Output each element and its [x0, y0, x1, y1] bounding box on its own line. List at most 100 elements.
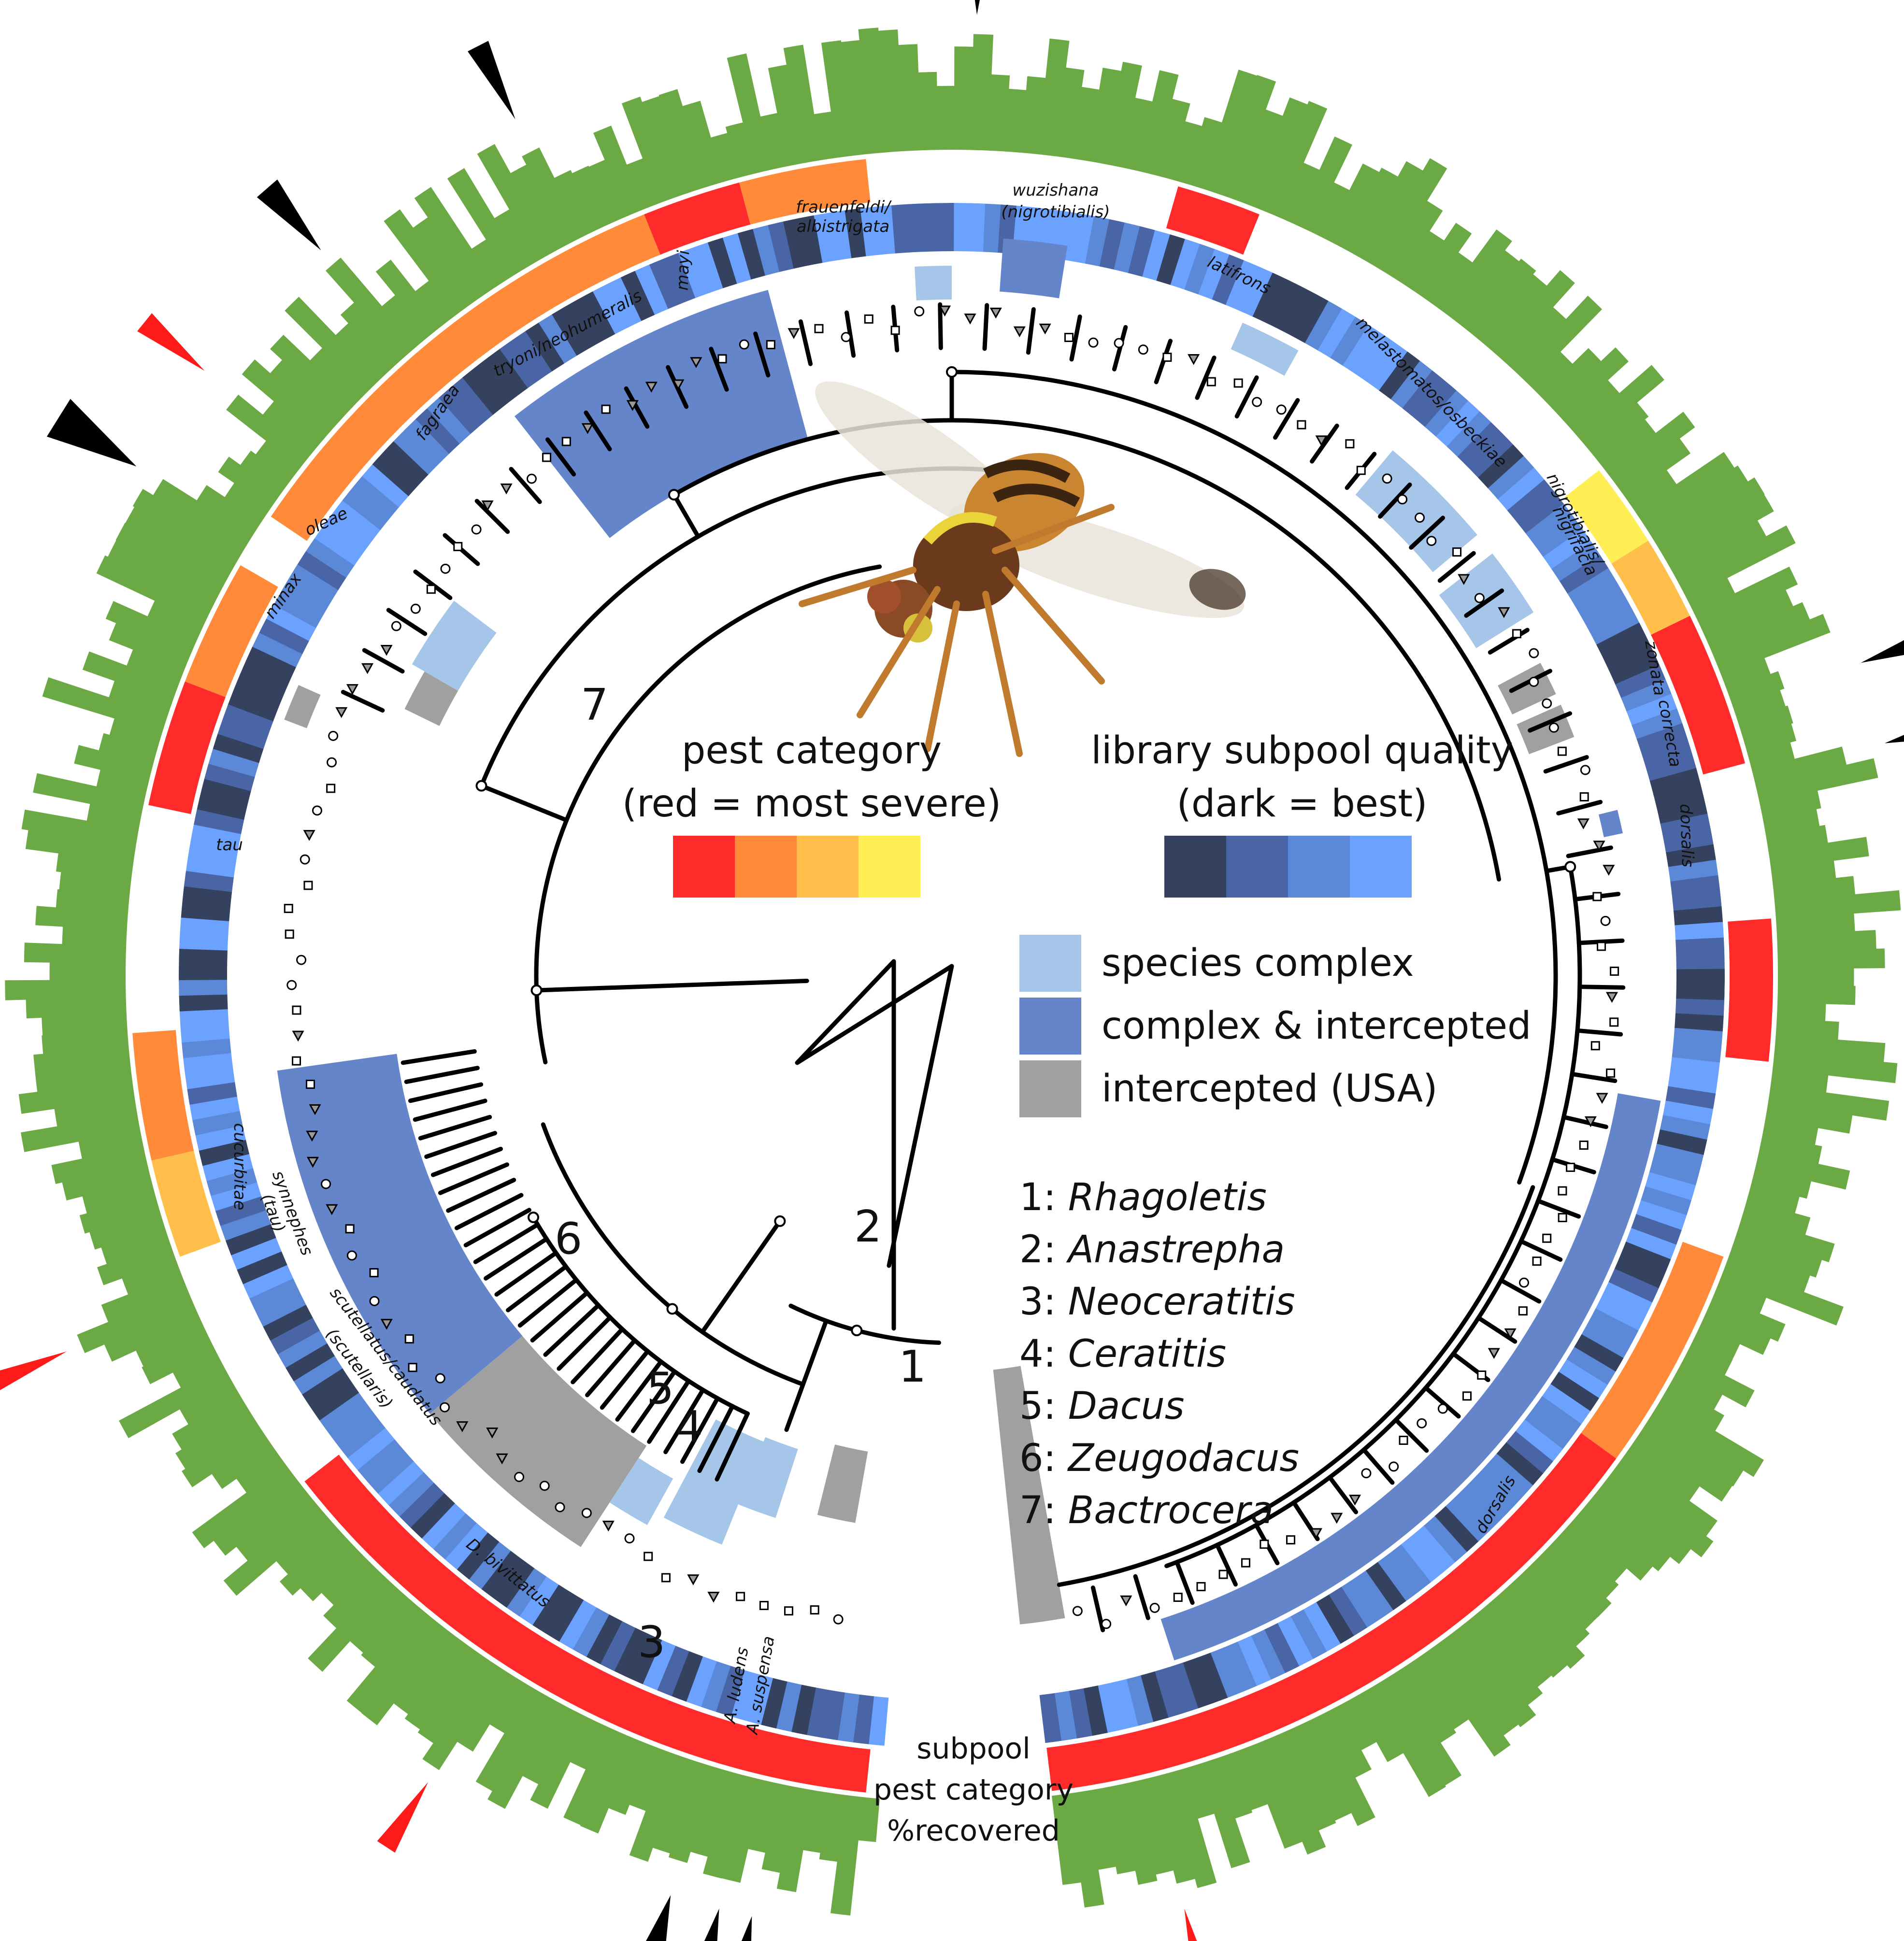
tip-marker — [687, 1574, 700, 1585]
recovered-bar — [1777, 948, 1885, 969]
subpool-cell — [1266, 279, 1302, 330]
recovered-ring — [5, 28, 1901, 1916]
recovered-bar — [659, 89, 708, 192]
recovered-bar — [1120, 98, 1153, 171]
pest-swatch — [735, 836, 797, 898]
tree-branch — [484, 1237, 549, 1281]
recovered-bar — [858, 1797, 880, 1842]
subpool-cell — [481, 1550, 523, 1599]
subpool-cell — [768, 221, 795, 272]
clade-wedge — [284, 685, 321, 728]
subpool-cell — [1250, 1629, 1286, 1680]
tree-branch — [709, 346, 729, 392]
recovered-bar — [629, 1745, 668, 1812]
recovered-bar — [1768, 1085, 1890, 1121]
tip-marker — [1498, 607, 1510, 618]
tip-marker — [426, 585, 436, 594]
recovered-bar — [1217, 75, 1276, 200]
tip-marker — [1382, 473, 1392, 484]
node-number-1: 1 — [899, 1342, 926, 1392]
tip-marker — [309, 1104, 321, 1115]
recovered-bar — [1773, 876, 1856, 902]
tip-marker — [456, 1421, 469, 1432]
recovered-bar — [1585, 402, 1649, 459]
red-arrow-marker — [1184, 1908, 1197, 1941]
clade-highlights — [277, 238, 1661, 1661]
tree-branch — [506, 1264, 568, 1313]
subpool-cell — [197, 793, 248, 820]
subpool-cell — [1660, 814, 1711, 839]
tree-branch — [630, 1369, 677, 1433]
recovered-bar — [42, 1029, 129, 1055]
subpool-cell — [179, 932, 229, 951]
recovered-bar — [1551, 347, 1629, 421]
tree-branch — [1409, 515, 1446, 550]
subpool-cell — [1636, 1200, 1687, 1231]
subpool-cell — [377, 1461, 424, 1506]
tip-marker — [739, 339, 749, 350]
tip-marker — [1162, 353, 1172, 362]
subpool-cell — [1595, 1295, 1646, 1331]
tip-marker — [380, 645, 393, 656]
genus-entry: 4: Ceratitis — [1019, 1332, 1226, 1376]
tip-marker — [408, 1363, 417, 1372]
tip-marker — [964, 314, 976, 325]
tree-branch — [584, 410, 612, 452]
tip-marker — [1345, 439, 1355, 449]
recovered-bar — [1701, 589, 1794, 644]
tip-marker — [306, 1130, 318, 1142]
subpool-cell — [1277, 1616, 1314, 1667]
tip-marker — [555, 1502, 565, 1513]
recovered-bar — [1337, 1698, 1377, 1751]
subpool-cell — [1665, 1086, 1716, 1110]
recovered-bar — [1538, 1545, 1612, 1617]
recovered-bar — [571, 165, 614, 229]
recovered-bar — [308, 1576, 398, 1672]
tree-branch — [362, 648, 405, 674]
subpool-cell — [450, 377, 494, 425]
subpool-cell — [938, 203, 955, 252]
recovered-bar — [1755, 1151, 1850, 1190]
tree-node — [527, 1212, 539, 1223]
tree-branch — [413, 1099, 487, 1122]
recovered-bar — [1574, 365, 1664, 446]
recovered-bar — [5, 980, 126, 1000]
subpool-cell — [306, 538, 355, 578]
subpool-cell — [239, 660, 290, 694]
tree-branch — [1464, 588, 1504, 618]
subpool-cell — [1436, 400, 1480, 447]
recovered-bar — [49, 961, 126, 981]
subpool-cell — [1676, 953, 1725, 970]
tip-marker — [500, 483, 513, 495]
clade-wedge — [514, 290, 808, 538]
recovered-bar — [393, 1631, 463, 1715]
subpool-cell — [456, 1532, 500, 1580]
tip-marker — [1566, 1162, 1575, 1172]
clade-wedge — [993, 1366, 1065, 1625]
tree-branch — [784, 1318, 829, 1432]
tree-node — [774, 1215, 786, 1227]
tip-marker — [300, 854, 310, 865]
subpool-cell — [1615, 665, 1666, 699]
recovered-bar — [725, 122, 756, 178]
subpool-cell — [693, 242, 724, 293]
recovered-bar — [1037, 38, 1070, 157]
subpool-cell — [474, 357, 517, 406]
recovered-bar — [1246, 1741, 1303, 1849]
recovered-bar — [77, 1289, 195, 1354]
recovered-bar — [1743, 723, 1797, 755]
recovered-bar — [1232, 109, 1284, 205]
recovered-bar — [211, 1436, 276, 1489]
tip-marker — [542, 453, 552, 462]
black-arrow-marker — [257, 179, 321, 251]
recovered-bar — [1678, 525, 1796, 599]
subpool-cell — [614, 1627, 649, 1678]
tip-marker — [526, 473, 537, 484]
recovered-bar — [840, 40, 872, 156]
subpool-cell — [1390, 360, 1433, 409]
recovered-bar — [1528, 351, 1573, 397]
clade-wedge — [1000, 238, 1068, 299]
tree-branch — [404, 1066, 480, 1084]
subpool-cell — [297, 550, 347, 590]
subpool-cell — [1645, 1172, 1696, 1201]
